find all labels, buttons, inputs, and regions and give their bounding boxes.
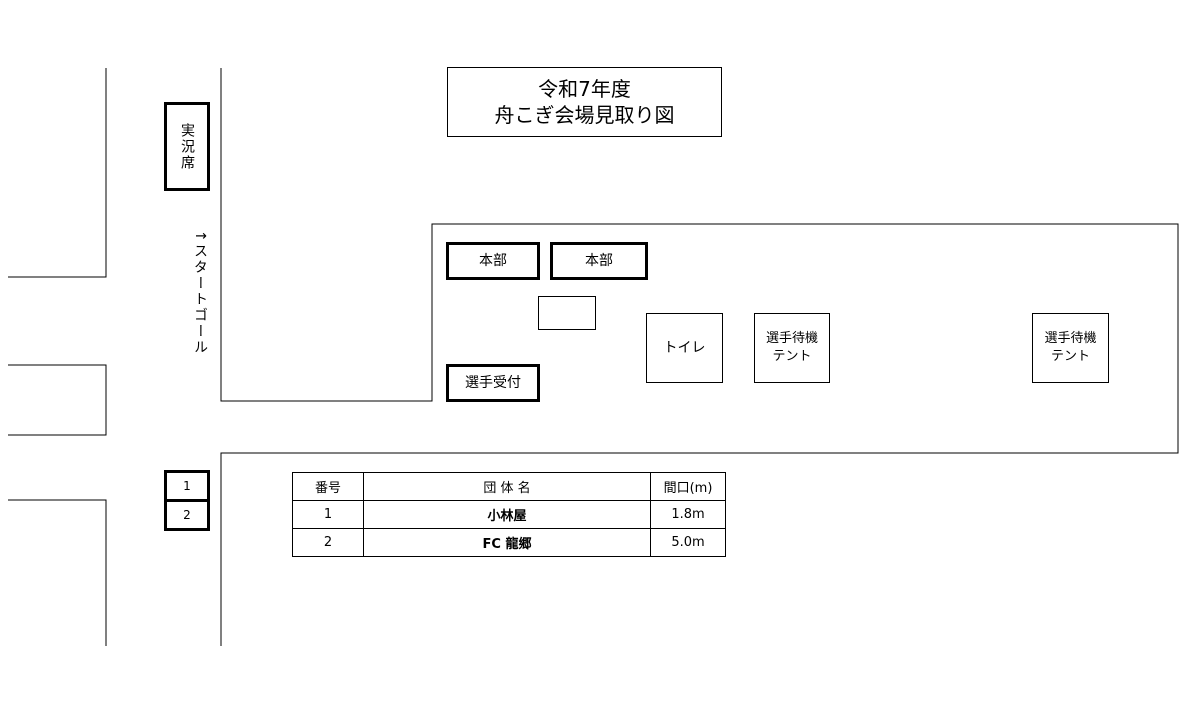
- header-group-name: 団 体 名: [363, 472, 651, 501]
- waiting-tent-1-line-2: テント: [772, 349, 812, 364]
- table-row: 1 小林屋 1.8m: [292, 500, 726, 529]
- start-goal-label: ↑スタートゴール: [192, 230, 208, 356]
- venue-boundary-upper: [220, 68, 1179, 646]
- waiting-tent-2-line-1: 選手待機: [1044, 331, 1097, 346]
- page-title: 令和7年度 舟こぎ会場見取り図: [447, 67, 722, 137]
- row-1-width: 1.8m: [650, 500, 726, 529]
- lane-1-number: 1: [183, 479, 191, 493]
- start-goal-marker: ↑スタートゴール: [186, 218, 214, 368]
- row-1-number: 1: [292, 500, 364, 529]
- header-frontage: 間口(m): [650, 472, 726, 501]
- road-edge-lower: [8, 499, 107, 646]
- road-edge-middle: [8, 364, 107, 436]
- table-header-row: 番号 団 体 名 間口(m): [292, 472, 726, 501]
- waiting-tent-2-line-2: テント: [1050, 349, 1090, 364]
- headquarters-tent-2: 本部: [550, 242, 648, 280]
- waiting-tent-1: 選手待機 テント: [754, 313, 830, 383]
- reception-label: 選手受付: [465, 375, 521, 391]
- row-2-width: 5.0m: [650, 528, 726, 557]
- entries-table: 番号 団 体 名 間口(m) 1 小林屋 1.8m 2 FC 龍郷 5.0m: [292, 472, 726, 557]
- header-number: 番号: [292, 472, 364, 501]
- waiting-tent-1-line-1: 選手待機: [765, 331, 818, 346]
- waiting-tent-2: 選手待機 テント: [1032, 313, 1109, 383]
- lane-2: 2: [164, 499, 210, 531]
- lane-1: 1: [164, 470, 210, 502]
- headquarters-tent-1: 本部: [446, 242, 540, 280]
- title-line-1: 令和7年度: [538, 77, 631, 101]
- title-line-2: 舟こぎ会場見取り図: [494, 103, 675, 127]
- row-2-name: FC 龍郷: [363, 528, 651, 557]
- table-row: 2 FC 龍郷 5.0m: [292, 528, 726, 557]
- headquarters-label-1: 本部: [479, 253, 507, 269]
- commentary-booth: 実況席: [164, 102, 210, 191]
- row-1-name: 小林屋: [363, 500, 651, 529]
- road-edge-upper: [8, 68, 107, 278]
- reception-desk: 選手受付: [446, 364, 540, 402]
- toilet: トイレ: [646, 313, 723, 383]
- headquarters-label-2: 本部: [585, 253, 613, 269]
- lane-2-number: 2: [183, 508, 191, 522]
- toilet-label: トイレ: [663, 340, 706, 356]
- unlabeled-area: [538, 296, 596, 330]
- commentary-booth-label: 実況席: [179, 122, 195, 171]
- row-2-number: 2: [292, 528, 364, 557]
